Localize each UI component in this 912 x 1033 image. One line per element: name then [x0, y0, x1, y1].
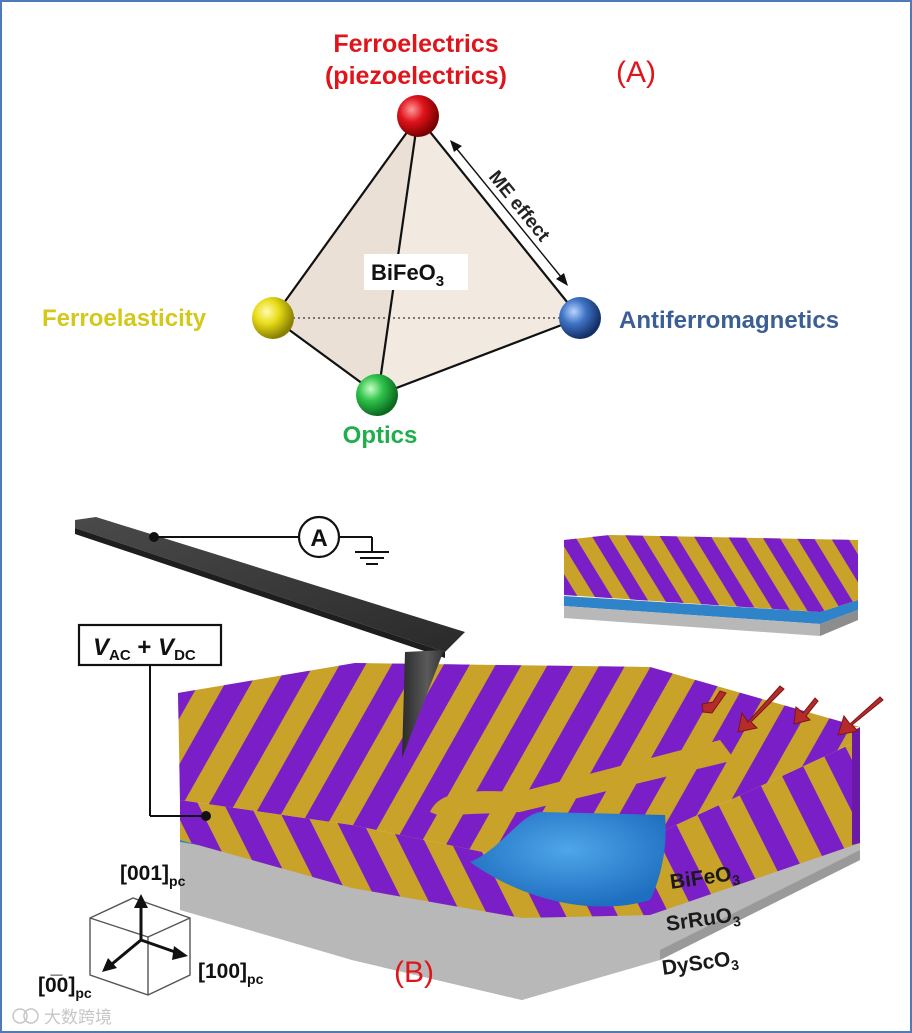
domain-stripe	[426, 663, 582, 860]
contact-dot-cantilever	[149, 532, 159, 542]
inset-sample	[564, 530, 912, 636]
axis-label-100: [100]pc	[198, 960, 264, 987]
label-piezoelectrics: (piezoelectrics)	[325, 62, 507, 90]
domain-stripe	[656, 535, 728, 612]
axes-cube	[89, 897, 191, 996]
watermark-text: 大数跨境	[44, 1008, 112, 1028]
node-antiferromagnetics	[559, 297, 601, 339]
watermark: 大数跨境	[12, 1008, 112, 1028]
node-optics	[356, 374, 398, 416]
label-ferroelectrics: Ferroelectrics	[333, 30, 498, 58]
afm-cantilever	[75, 517, 465, 758]
domain-stripe	[478, 663, 634, 860]
voltage-label: VAC + VDC	[93, 634, 196, 664]
domain-stripe	[10, 650, 166, 880]
circuit	[149, 536, 389, 817]
domain-stripe	[178, 663, 270, 860]
ammeter-icon	[297, 515, 341, 559]
tetrahedron	[272, 116, 581, 397]
panel-a-label: (A)	[616, 56, 656, 89]
domain-stripe	[622, 535, 694, 612]
domain-stripe	[588, 535, 660, 612]
switched-region	[470, 812, 666, 907]
contact-dot-electrode	[201, 811, 211, 821]
domain-stripe	[860, 530, 912, 620]
axes-arrows	[102, 894, 188, 972]
domain-stripe	[894, 530, 912, 620]
main-sample	[10, 650, 860, 1000]
domain-stripe	[564, 535, 626, 612]
domain-stripe	[806, 740, 860, 918]
center-label: BiFeO3	[371, 260, 444, 290]
domain-stripe	[724, 535, 796, 612]
afm-tip	[402, 650, 444, 758]
label-optics: Optics	[343, 422, 418, 449]
node-ferroelasticity	[252, 297, 294, 339]
domain-stripe	[758, 535, 830, 612]
domain-stripe	[322, 663, 478, 860]
domain-stripe	[178, 663, 218, 860]
domain-stripe	[858, 740, 860, 918]
panel-b-label: (B)	[394, 956, 434, 989]
axis-label-010: [0̅0]pc	[38, 974, 92, 1001]
axis-label-001: [001]pc	[120, 862, 186, 889]
domain-stripe	[374, 663, 530, 860]
face-left	[273, 117, 418, 395]
label-antiferromagnetics: Antiferromagnetics	[619, 307, 839, 334]
face-right	[378, 117, 580, 395]
center-label-bg	[364, 254, 468, 290]
edge-top-right	[417, 116, 581, 319]
voltage-source-box	[77, 623, 223, 667]
edge-top-left	[272, 116, 419, 319]
edge-bottom-right	[377, 316, 581, 397]
polarization-arrows	[701, 685, 884, 736]
me-effect-arrow	[450, 140, 568, 286]
domain-stripe	[792, 535, 858, 612]
label-ferroelasticity: Ferroelasticity	[42, 305, 207, 332]
domain-stripe	[690, 535, 762, 612]
ammeter-label: A	[310, 525, 327, 552]
node-ferroelectrics	[397, 95, 439, 137]
domain-stripe	[826, 535, 858, 612]
